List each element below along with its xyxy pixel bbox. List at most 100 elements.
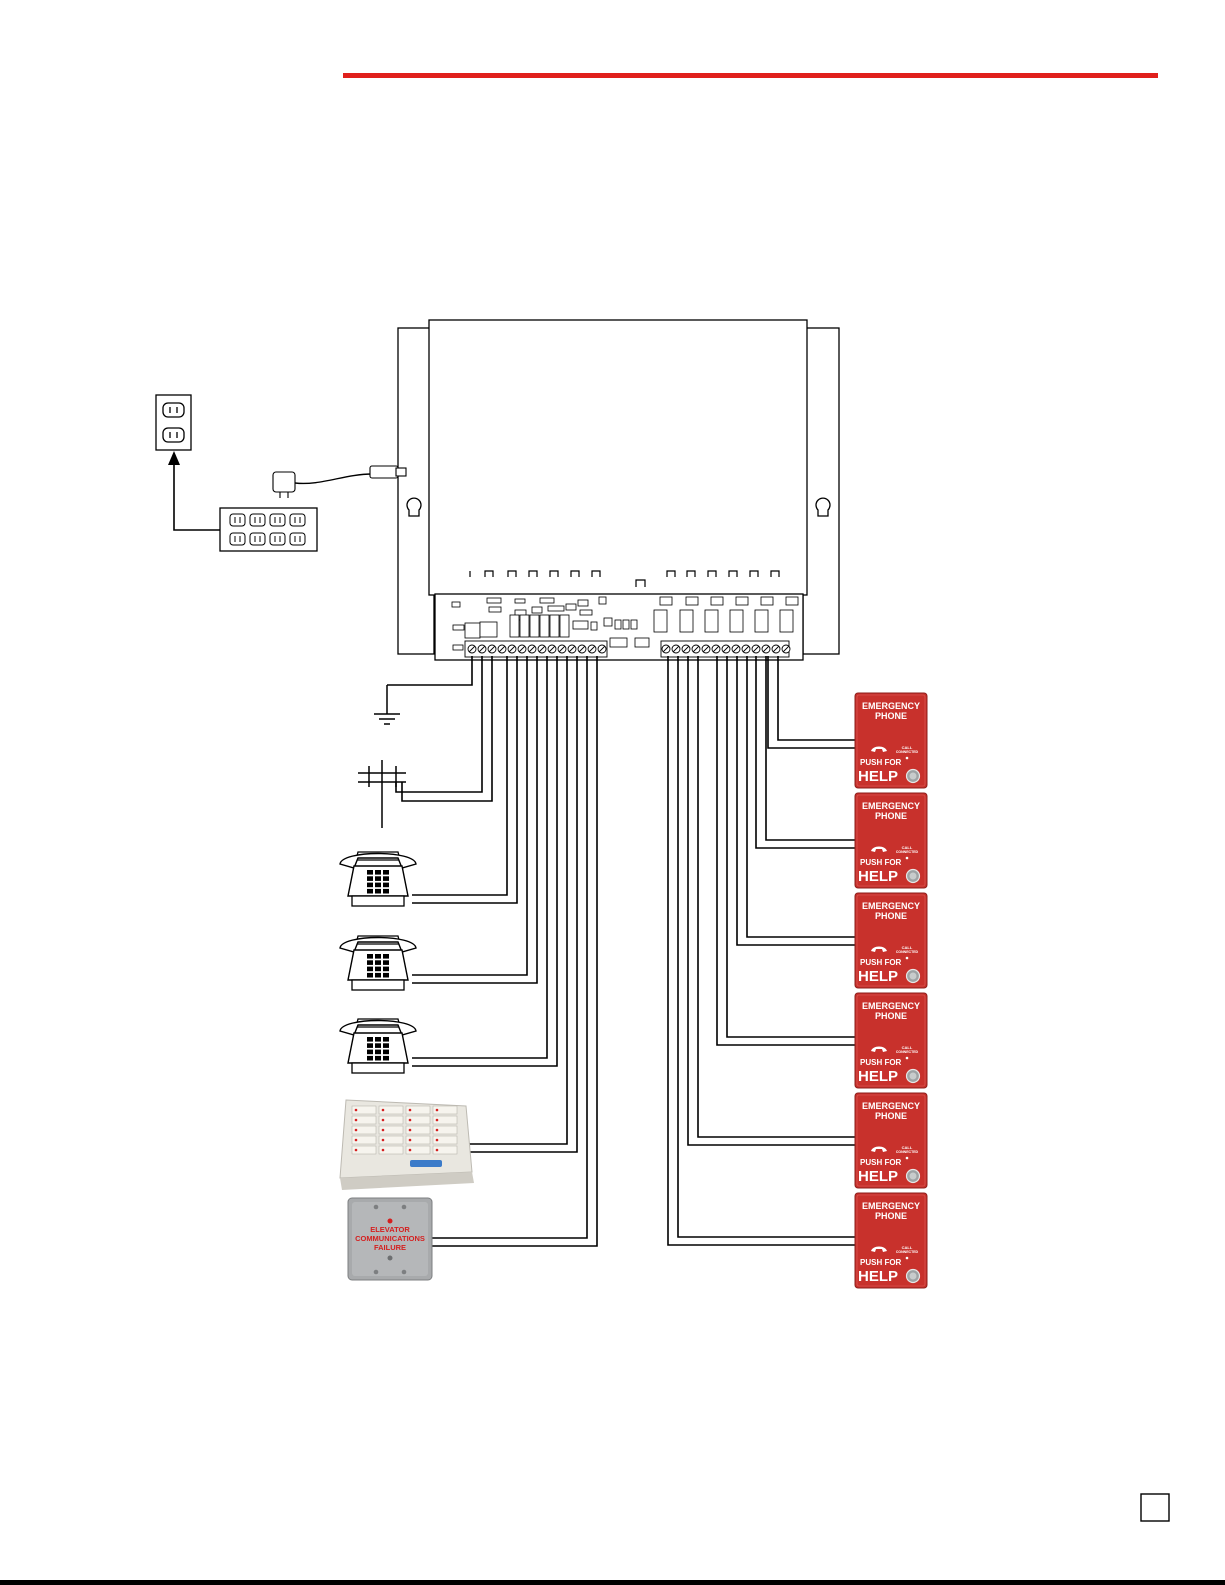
wire xyxy=(395,656,483,793)
controller-enclosure xyxy=(397,319,840,661)
connected-label: CONNECTED xyxy=(896,750,919,754)
connected-label: CONNECTED xyxy=(896,1150,919,1154)
wire xyxy=(697,656,857,1138)
call-label: CALL xyxy=(902,1045,913,1050)
call-label: CALL xyxy=(902,1245,913,1250)
annunciator-cell xyxy=(378,1135,404,1145)
ground-symbol-icon xyxy=(374,685,400,725)
emergency-phone-subtitle: PHONE xyxy=(875,811,907,821)
emergency-phone-title: EMERGENCY xyxy=(862,1101,920,1111)
help-label: HELP xyxy=(858,968,898,985)
header-rule xyxy=(343,73,1158,78)
desk-telephone-icon xyxy=(339,851,417,907)
desk-telephone-icon xyxy=(339,935,417,991)
annunciator-cell xyxy=(378,1105,404,1115)
wire xyxy=(765,656,857,841)
annunciator-cell xyxy=(351,1145,377,1155)
emergency-phone-title: EMERGENCY xyxy=(862,1201,920,1211)
strip-socket xyxy=(289,532,306,546)
plate-line-1: ELEVATOR xyxy=(370,1225,410,1234)
call-label: CALL xyxy=(902,1145,913,1150)
push-for-label: PUSH FOR xyxy=(860,1058,902,1067)
wire xyxy=(401,656,493,802)
call-label: CALL xyxy=(902,945,913,950)
wire xyxy=(412,656,528,976)
strip-socket xyxy=(229,532,246,546)
help-label: HELP xyxy=(858,1268,898,1285)
wire xyxy=(746,656,857,938)
help-label: HELP xyxy=(858,1068,898,1085)
annunciator-cell xyxy=(405,1125,431,1135)
strip-socket xyxy=(229,513,246,527)
emergency-phone-title: EMERGENCY xyxy=(862,701,920,711)
strip-socket xyxy=(269,532,286,546)
utility-pole-icon xyxy=(358,760,406,828)
annunciator-cell xyxy=(378,1125,404,1135)
wire xyxy=(412,656,578,1153)
terminal-block-left xyxy=(464,640,608,658)
wire xyxy=(412,656,558,1067)
handset-icon xyxy=(871,1046,887,1052)
connected-label: CONNECTED xyxy=(896,950,919,954)
status-led xyxy=(905,1056,909,1060)
status-led xyxy=(905,1156,909,1160)
footer-rule xyxy=(0,1580,1225,1585)
status-led xyxy=(905,856,909,860)
annunciator-cell xyxy=(378,1145,404,1155)
call-label: CALL xyxy=(902,845,913,850)
wire xyxy=(777,656,857,741)
status-led xyxy=(905,756,909,760)
wire xyxy=(412,656,508,896)
annunciator-cell xyxy=(405,1145,431,1155)
emergency-phone-subtitle: PHONE xyxy=(875,1111,907,1121)
strip-socket xyxy=(269,513,286,527)
annunciator-cell xyxy=(432,1115,458,1125)
wire xyxy=(755,656,857,849)
power-strip-sockets xyxy=(229,513,306,546)
power-adapter-icon xyxy=(272,465,407,498)
handset-icon xyxy=(871,746,887,752)
annunciator-cell xyxy=(351,1135,377,1145)
wire xyxy=(387,656,473,686)
annunciator-panel-icon xyxy=(339,1099,474,1190)
terminal-block-right xyxy=(660,640,791,658)
wire xyxy=(412,656,518,904)
emergency-phone-subtitle: PHONE xyxy=(875,711,907,721)
enclosure-cover xyxy=(428,319,808,596)
annunciator-cell xyxy=(351,1125,377,1135)
outlet-arrow-head xyxy=(168,451,180,465)
annunciator-cell xyxy=(405,1105,431,1115)
outlet-arrow xyxy=(173,460,220,531)
wall-outlet-icon xyxy=(155,394,192,451)
handset-icon xyxy=(871,846,887,852)
push-for-label: PUSH FOR xyxy=(860,758,902,767)
help-label: HELP xyxy=(858,768,898,785)
connected-label: CONNECTED xyxy=(896,1250,919,1254)
desk-phones xyxy=(339,851,417,1074)
strip-socket xyxy=(249,513,266,527)
connected-label: CONNECTED xyxy=(896,1050,919,1054)
plate-line-2: COMMUNICATIONS xyxy=(355,1234,425,1243)
status-led xyxy=(905,956,909,960)
strip-socket xyxy=(249,532,266,546)
push-for-label: PUSH FOR xyxy=(860,958,902,967)
keyhole-slot-left xyxy=(406,497,422,517)
push-for-label: PUSH FOR xyxy=(860,1158,902,1167)
mounting-flange-left xyxy=(397,327,435,655)
keyhole-slot-right xyxy=(815,497,831,517)
wire xyxy=(767,656,857,749)
wire xyxy=(716,656,857,1046)
push-for-label: PUSH FOR xyxy=(860,858,902,867)
emergency-phone-subtitle: PHONE xyxy=(875,1011,907,1021)
annunciator-cell xyxy=(351,1115,377,1125)
mounting-flange-right xyxy=(802,327,840,655)
handset-icon xyxy=(871,1146,887,1152)
